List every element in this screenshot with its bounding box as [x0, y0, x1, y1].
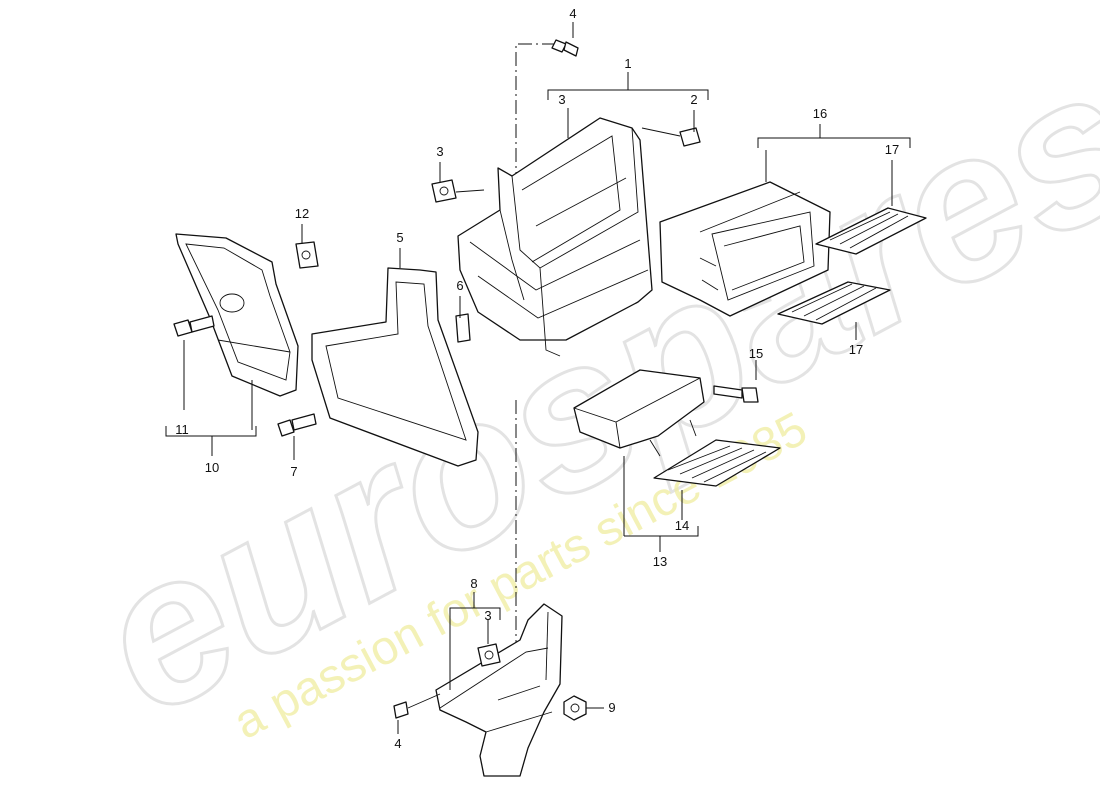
side-cover [175, 233, 299, 397]
callout-3-lower: 3 [484, 608, 491, 623]
screw-7 [277, 413, 317, 437]
callout-12: 12 [295, 206, 309, 221]
callout-14: 14 [675, 518, 689, 533]
center-frame-bracket [457, 117, 653, 357]
callout-1: 1 [624, 56, 631, 71]
screw-11 [173, 315, 215, 337]
callout-4-top: 4 [569, 6, 576, 21]
callout-16: 16 [813, 106, 827, 121]
leader-lines [165, 22, 911, 734]
lower-mounting-bracket [435, 603, 563, 777]
grid-mat [653, 439, 781, 487]
callout-15: 15 [749, 346, 763, 361]
clip-nut-upper-left [431, 179, 485, 203]
callout-3-clip: 3 [436, 144, 443, 159]
small-tray [573, 369, 705, 457]
callout-3-frame: 3 [558, 92, 565, 107]
storage-compartment [659, 181, 831, 317]
callout-10: 10 [205, 460, 219, 475]
callout-11: 11 [175, 422, 189, 437]
clip-6 [455, 313, 471, 343]
nut-9 [563, 695, 587, 721]
callout-17-lower: 17 [849, 342, 863, 357]
callout-8: 8 [470, 576, 477, 591]
screw-15 [713, 385, 759, 403]
callout-17-upper: 17 [885, 142, 899, 157]
screw-top [551, 39, 579, 57]
callout-7: 7 [290, 464, 297, 479]
mat-upper [815, 207, 927, 255]
callout-5: 5 [396, 230, 403, 245]
side-trim-panel [311, 267, 479, 467]
callout-13: 13 [653, 554, 667, 569]
callout-6: 6 [456, 278, 463, 293]
callout-2: 2 [690, 92, 697, 107]
clip-nut-lower [477, 643, 501, 667]
mat-lower [777, 281, 891, 325]
callout-labels: 4 1 3 2 3 12 5 6 16 17 17 15 11 10 7 14 … [175, 6, 899, 751]
callout-9: 9 [608, 700, 615, 715]
screw-lower [393, 693, 441, 719]
clip-nut-12 [295, 241, 319, 269]
clip-nut-upper-right [641, 127, 701, 147]
callout-4-lower: 4 [394, 736, 401, 751]
